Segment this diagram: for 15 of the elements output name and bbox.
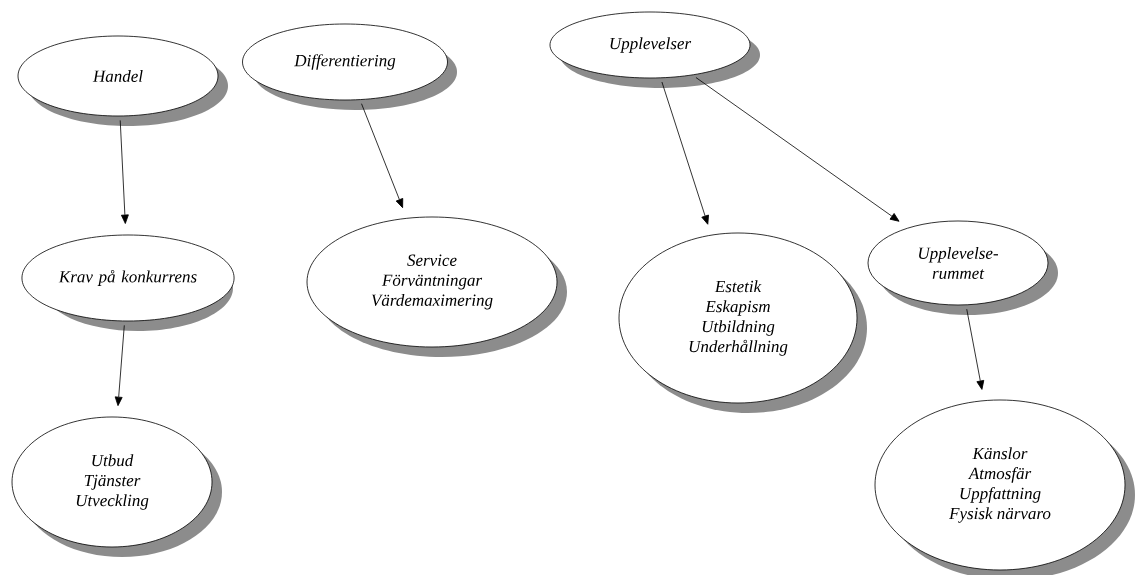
ellipse-node: Krav på konkurrens	[21, 234, 235, 331]
ellipse-node: Differentiering	[242, 23, 457, 110]
ellipse-node: Utbud Tjänster Utveckling	[11, 416, 222, 557]
ellipse-node: Service Förväntningar Värdemaximering	[306, 216, 567, 357]
ellipse-node: Känslor Atmosfär Uppfattning Fysisk närvaro	[874, 399, 1135, 575]
ellipse-node: Handel	[17, 35, 228, 126]
arrow	[661, 81, 709, 225]
arrow	[114, 324, 125, 407]
arrow	[966, 308, 985, 390]
ellipse-node: Upplevelser	[549, 11, 760, 88]
arrow	[119, 119, 129, 224]
ellipse-node: Upplevelse- rummet	[867, 220, 1058, 315]
arrow	[695, 77, 900, 222]
arrow	[361, 103, 404, 209]
ellipse-node: Estetik Eskapism Utbildning Underhållning	[618, 232, 867, 413]
